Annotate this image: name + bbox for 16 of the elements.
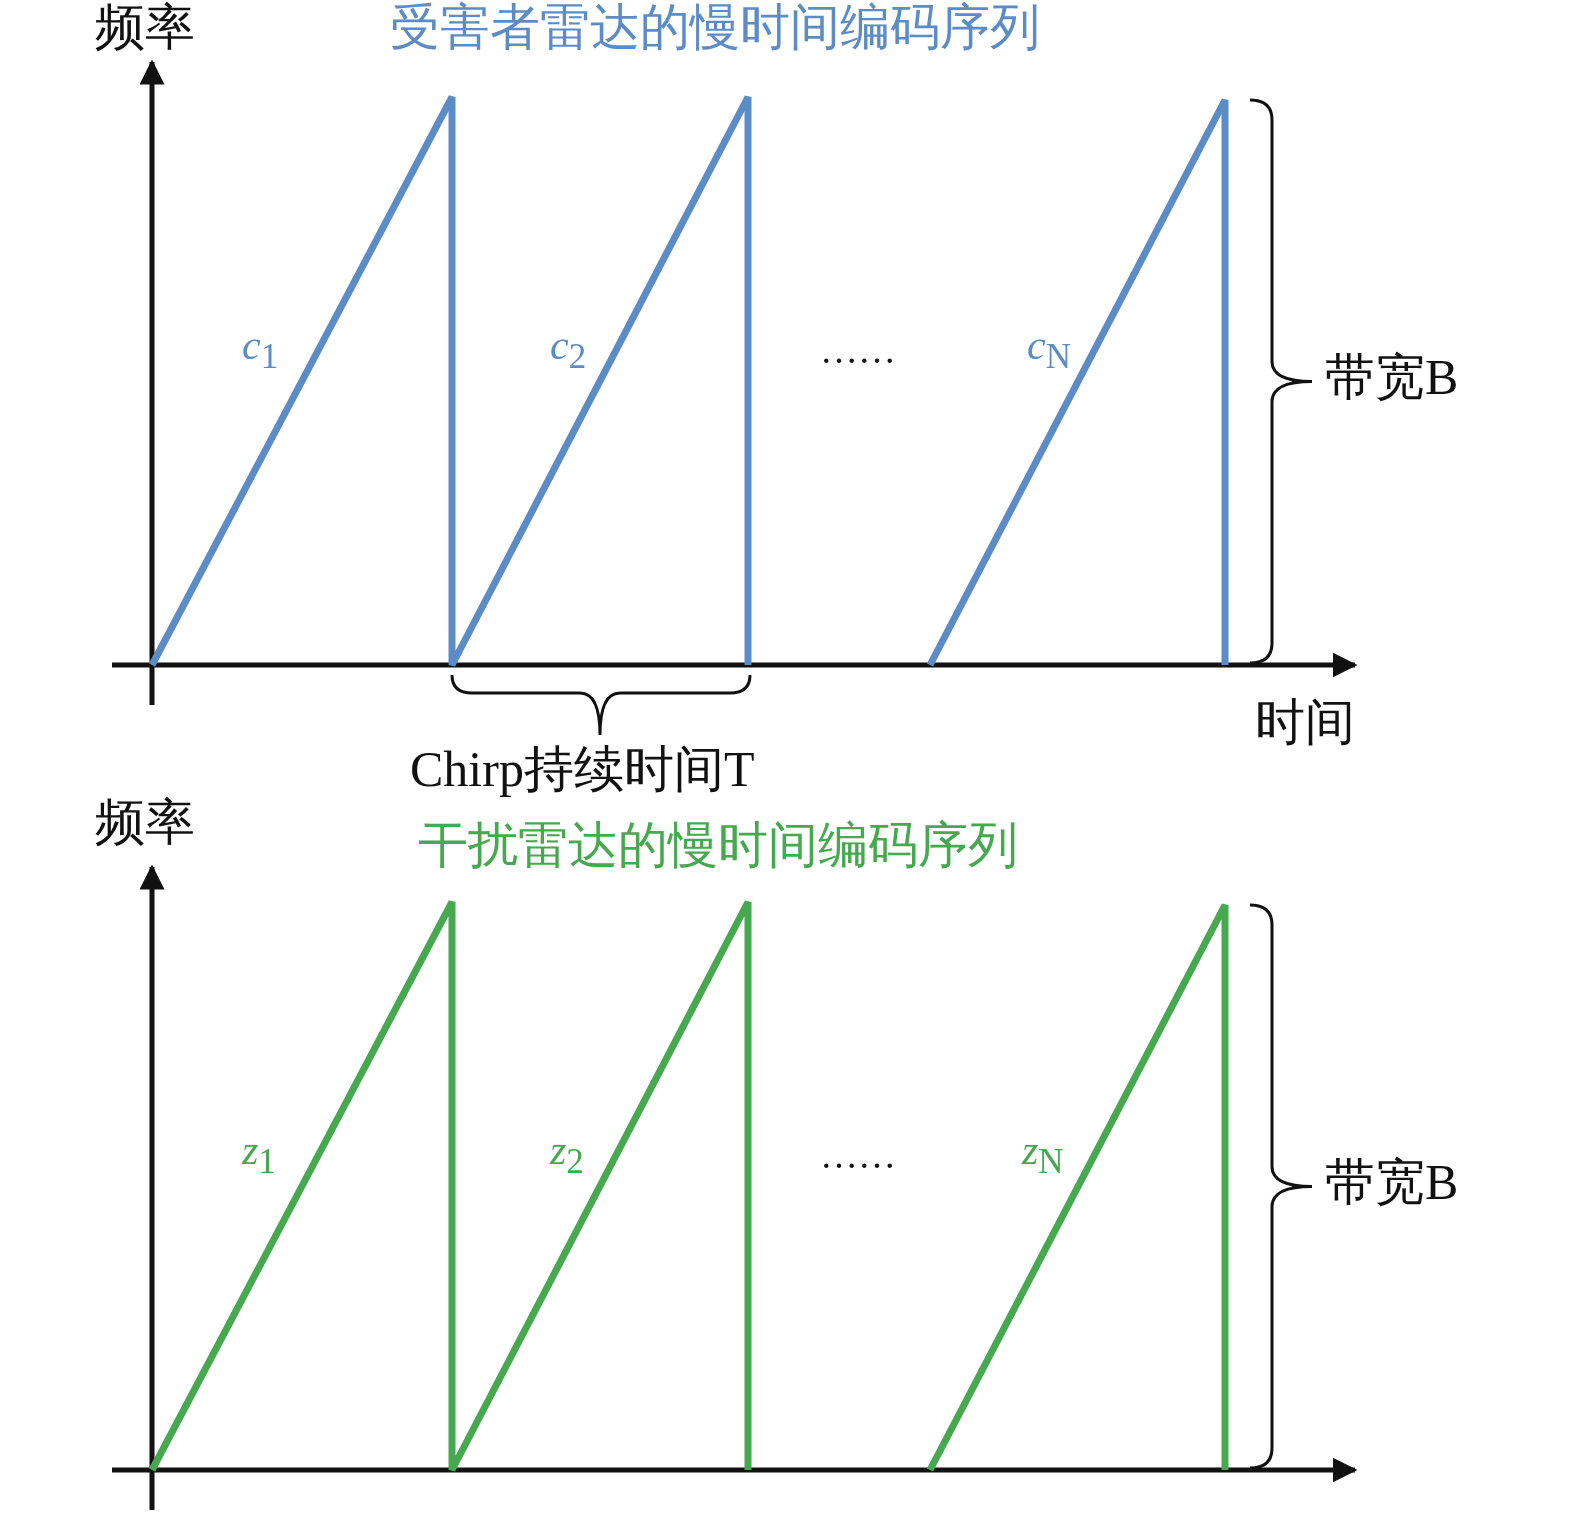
ellipsis: ……: [820, 330, 896, 372]
chirp-label: c$_{N}$: [1027, 322, 1071, 377]
axis-label: 频率: [95, 795, 195, 850]
bandwidth-label: 带宽B: [1325, 1155, 1459, 1210]
duration-label: Chirp持续时间T: [410, 742, 755, 797]
panel-title: 受害者雷达的慢时间编码序列: [390, 0, 1040, 55]
axis-label: 频率: [95, 0, 195, 55]
chirp-label: c$_{2}$: [550, 322, 587, 377]
chirp-label: z$_{N}$: [1022, 1127, 1064, 1182]
ellipsis: ……: [820, 1135, 896, 1177]
chirp-label: c$_{1}$: [242, 322, 279, 377]
chirp-label: z$_{2}$: [550, 1127, 584, 1182]
axis-label: 时间: [1255, 695, 1355, 750]
bandwidth-label: 带宽B: [1325, 350, 1459, 405]
panel-title: 干扰雷达的慢时间编码序列: [418, 818, 1018, 873]
chirp-label: z$_{1}$: [242, 1127, 276, 1182]
